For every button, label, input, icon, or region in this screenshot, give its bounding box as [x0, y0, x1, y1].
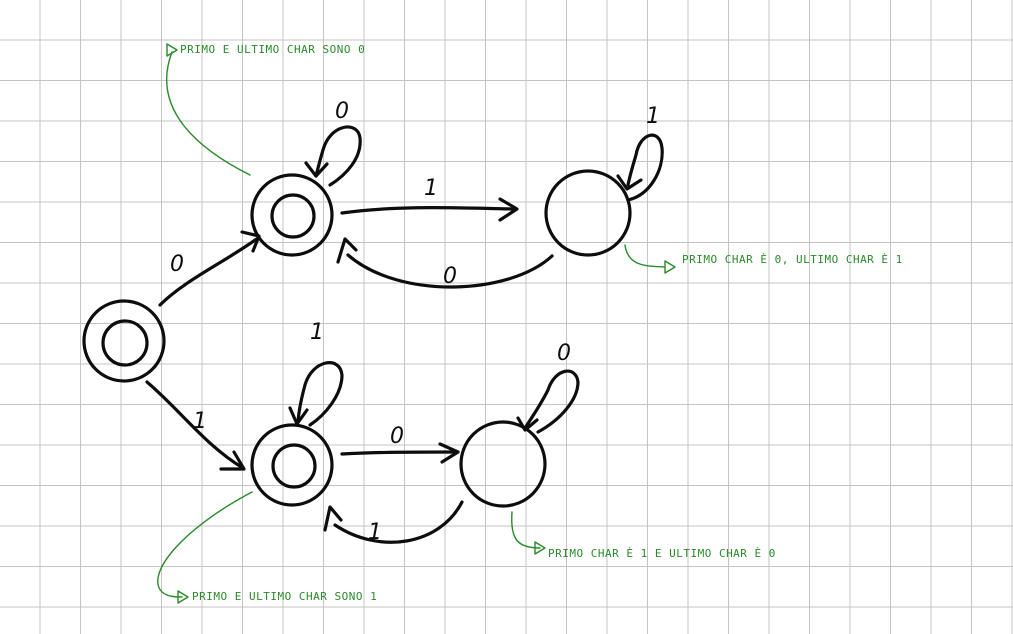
annotation-q1: PRIMO E ULTIMO CHAR SONO 0 — [166, 43, 365, 176]
transition-label-q2-q1: 0 — [443, 264, 457, 289]
state-q1 — [250, 173, 334, 257]
annotation-text-q4: PRIMO CHAR È 1 E ULTIMO CHAR È 0 — [548, 547, 776, 560]
self-loop-q3: 1 — [288, 320, 344, 427]
transition-q1-q2: 1 — [340, 176, 519, 222]
transition-label-q1-q2: 1 — [424, 176, 438, 201]
self-loop-label-q3: 1 — [310, 320, 324, 345]
state-q3 — [250, 423, 334, 507]
self-loop-label-q1: 0 — [335, 99, 349, 124]
self-loop-q1: 0 — [304, 99, 362, 187]
transition-label-q3-q4: 0 — [390, 424, 404, 449]
transition-start-q1: 0 — [158, 230, 261, 307]
self-loop-q4: 0 — [516, 341, 580, 434]
annotation-text-q3: PRIMO E ULTIMO CHAR SONO 1 — [192, 590, 377, 603]
state-start — [82, 299, 166, 383]
annotation-q3: PRIMO E ULTIMO CHAR SONO 1 — [157, 491, 377, 604]
transition-start-q3: 1 — [145, 380, 246, 471]
transition-label-start-q1: 0 — [170, 252, 184, 277]
transition-q3-q4: 0 — [340, 424, 460, 464]
annotation-text-q2: PRIMO CHAR È 0, ULTIMO CHAR È 1 — [682, 253, 903, 266]
transition-q4-q3: 1 — [323, 500, 464, 545]
annotation-q4: PRIMO CHAR È 1 E ULTIMO CHAR È 0 — [511, 511, 776, 560]
transition-label-q4-q3: 1 — [368, 520, 382, 545]
state-q2 — [544, 169, 632, 257]
annotation-text-q1: PRIMO E ULTIMO CHAR SONO 0 — [180, 43, 365, 56]
self-loop-q2: 1 — [616, 104, 664, 202]
transition-label-start-q3: 1 — [193, 409, 207, 434]
transition-q2-q1: 0 — [336, 237, 554, 289]
annotation-q2: PRIMO CHAR È 0, ULTIMO CHAR È 1 — [624, 244, 903, 274]
self-loop-label-q2: 1 — [646, 104, 660, 129]
self-loop-label-q4: 0 — [557, 341, 571, 366]
state-q4 — [459, 420, 547, 508]
